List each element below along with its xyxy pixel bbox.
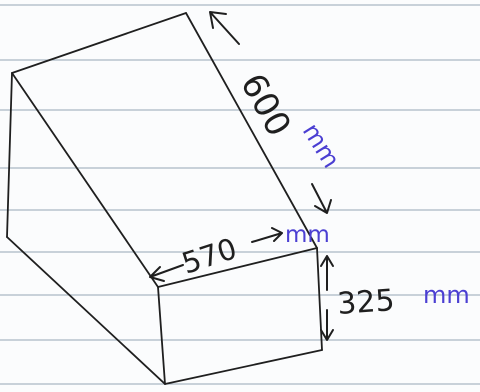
length-dimension: 600 mm [209, 11, 346, 214]
front-left-vertical-edge [157, 286, 166, 385]
arrow-down-icon [320, 309, 334, 341]
top-edge [11, 12, 187, 74]
length-unit: mm [297, 118, 346, 172]
height-unit: mm [423, 281, 470, 309]
left-back-vertical-edge [6, 72, 13, 238]
arrow-up-left-icon [209, 11, 240, 45]
arrow-left-icon [149, 264, 184, 282]
width-value: 570 [178, 231, 241, 280]
length-value: 600 [232, 67, 298, 143]
slope-right-edge [185, 12, 318, 249]
base-left-edge [6, 236, 166, 385]
height-dimension: 325 mm [320, 255, 470, 341]
arrow-right-icon [251, 227, 283, 243]
height-value: 325 [336, 283, 396, 322]
width-unit: mm [285, 222, 330, 248]
arrow-down-right-icon [311, 183, 332, 214]
front-top-edge [157, 247, 318, 288]
front-bottom-edge [164, 349, 323, 385]
front-right-vertical-edge [316, 247, 323, 351]
ruled-lines [0, 4, 480, 385]
slope-left-edge [11, 72, 159, 288]
wedge-outline [6, 12, 323, 385]
arrow-up-icon [320, 255, 334, 291]
